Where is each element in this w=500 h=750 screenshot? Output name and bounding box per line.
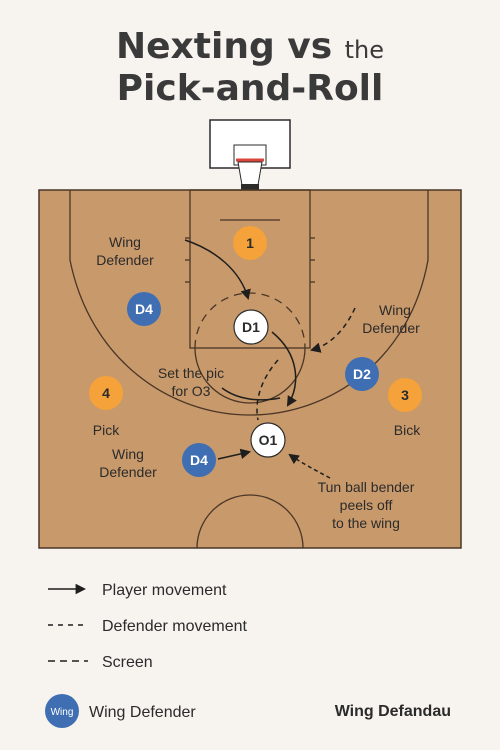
player-d2: D2 — [345, 357, 379, 391]
arrow-right-defender — [309, 307, 356, 353]
svg-text:O1: O1 — [259, 432, 278, 448]
label-pick: Pick — [93, 422, 120, 438]
movement-paths — [184, 239, 356, 479]
svg-text:D1: D1 — [242, 319, 260, 335]
label-wing-defender-top-2: Defender — [96, 252, 154, 268]
label-set-pic: Set the pic — [158, 365, 224, 381]
legend-player-movement: Player movement — [102, 582, 227, 599]
label-wing-defender-right: Wing — [379, 302, 411, 318]
legend: Player movement Defender movement Screen… — [45, 582, 451, 728]
player-d1: D1 — [233, 309, 269, 345]
label-wing-defender-bottom-2: Defender — [99, 464, 157, 480]
legend-defender-movement: Defender movement — [102, 618, 248, 635]
arrow-set-pic — [221, 387, 281, 401]
arrow-d4-to-o1 — [217, 448, 252, 460]
player-o1: O1 — [250, 422, 286, 458]
arrow-tun-to-o1 — [288, 453, 331, 479]
legend-right-label: Wing Defandau — [335, 703, 451, 720]
label-wing-defender-right-2: Defender — [362, 320, 420, 336]
svg-text:1: 1 — [246, 235, 254, 251]
arrow-wing-to-d1 — [184, 239, 251, 301]
title-line2: Pick-and-Roll — [117, 68, 384, 109]
label-tun-ball-2: peels off — [340, 497, 393, 513]
label-set-pic-2: for O3 — [172, 383, 211, 399]
title-line1: Nexting vs the — [116, 26, 384, 67]
legend-wing-badge-icon — [45, 694, 79, 728]
svg-text:D4: D4 — [135, 301, 153, 317]
svg-text:D4: D4 — [190, 452, 208, 468]
player-3: 3 — [388, 378, 422, 412]
label-wing-defender-top: Wing — [109, 234, 141, 250]
backboard — [209, 119, 291, 190]
legend-wing-defender: Wing Defender — [89, 704, 196, 721]
legend-badge-text: Wing — [51, 707, 74, 718]
player-d4-bottom: D4 — [182, 443, 216, 477]
label-tun-ball-3: to the wing — [332, 515, 400, 531]
label-tun-ball: Tun ball bender — [318, 479, 415, 495]
label-wing-defender-bottom: Wing — [112, 446, 144, 462]
svg-text:3: 3 — [401, 387, 409, 403]
net — [237, 161, 263, 186]
arrow-d1-down — [271, 331, 297, 407]
legend-screen: Screen — [102, 654, 153, 671]
player-1: 1 — [233, 226, 267, 260]
svg-text:D2: D2 — [353, 366, 371, 382]
label-bick: Bick — [394, 422, 421, 438]
player-4: 4 — [89, 376, 123, 410]
svg-text:4: 4 — [102, 385, 110, 401]
player-d4-top: D4 — [127, 292, 161, 326]
